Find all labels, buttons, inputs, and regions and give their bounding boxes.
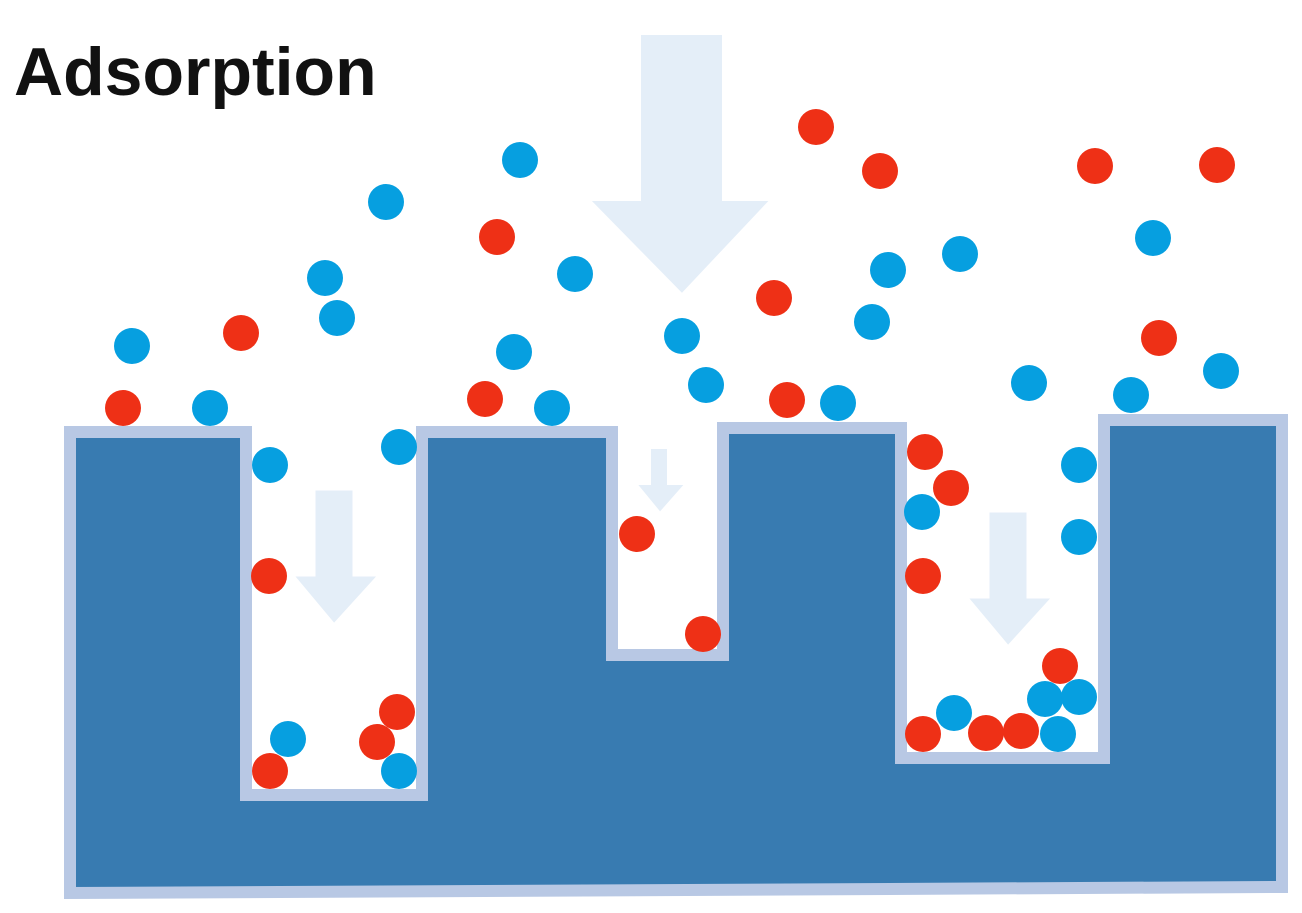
red-particle xyxy=(1141,320,1177,356)
red-particle xyxy=(769,382,805,418)
red-particle xyxy=(968,715,1004,751)
red-particle xyxy=(1042,648,1078,684)
red-particle xyxy=(223,315,259,351)
diagram-title: Adsorption xyxy=(14,34,377,110)
red-particle xyxy=(479,219,515,255)
blue-particle xyxy=(496,334,532,370)
blue-particle xyxy=(368,184,404,220)
blue-particle xyxy=(534,390,570,426)
large-adsorption-arrow xyxy=(568,25,792,308)
porous-substrate xyxy=(64,414,1288,900)
blue-particle xyxy=(664,318,700,354)
blue-particle xyxy=(1061,447,1097,483)
blue-particle xyxy=(307,260,343,296)
blue-particle xyxy=(1040,716,1076,752)
blue-particle xyxy=(1061,519,1097,555)
red-particle xyxy=(251,558,287,594)
red-particle xyxy=(1199,147,1235,183)
middle-pore-arrow xyxy=(625,443,697,521)
red-particle xyxy=(905,716,941,752)
blue-particle xyxy=(1011,365,1047,401)
red-particle xyxy=(467,381,503,417)
blue-particle xyxy=(820,385,856,421)
red-particle xyxy=(359,724,395,760)
red-particle xyxy=(756,280,792,316)
red-particle xyxy=(907,434,943,470)
red-particle xyxy=(105,390,141,426)
particles xyxy=(105,109,1239,789)
blue-particle xyxy=(1027,681,1063,717)
blue-particle xyxy=(870,252,906,288)
blue-particle xyxy=(270,721,306,757)
blue-particle xyxy=(1135,220,1171,256)
red-particle xyxy=(905,558,941,594)
blue-particle xyxy=(942,236,978,272)
blue-particle xyxy=(192,390,228,426)
red-particle xyxy=(252,753,288,789)
red-particle xyxy=(1003,713,1039,749)
blue-particle xyxy=(114,328,150,364)
red-particle xyxy=(798,109,834,145)
blue-particle xyxy=(1203,353,1239,389)
blue-particle xyxy=(854,304,890,340)
red-particle xyxy=(862,153,898,189)
blue-particle xyxy=(381,753,417,789)
red-particle xyxy=(1077,148,1113,184)
left-pore-arrow xyxy=(280,483,392,634)
blue-particle xyxy=(252,447,288,483)
red-particle xyxy=(685,616,721,652)
blue-particle xyxy=(1113,377,1149,413)
blue-particle xyxy=(936,695,972,731)
blue-particle xyxy=(381,429,417,465)
red-particle xyxy=(379,694,415,730)
red-particle xyxy=(933,470,969,506)
blue-particle xyxy=(502,142,538,178)
blue-particle xyxy=(1061,679,1097,715)
blue-particle xyxy=(688,367,724,403)
right-pore-arrow xyxy=(954,505,1066,656)
blue-particle xyxy=(904,494,940,530)
blue-particle xyxy=(319,300,355,336)
blue-particle xyxy=(557,256,593,292)
red-particle xyxy=(619,516,655,552)
